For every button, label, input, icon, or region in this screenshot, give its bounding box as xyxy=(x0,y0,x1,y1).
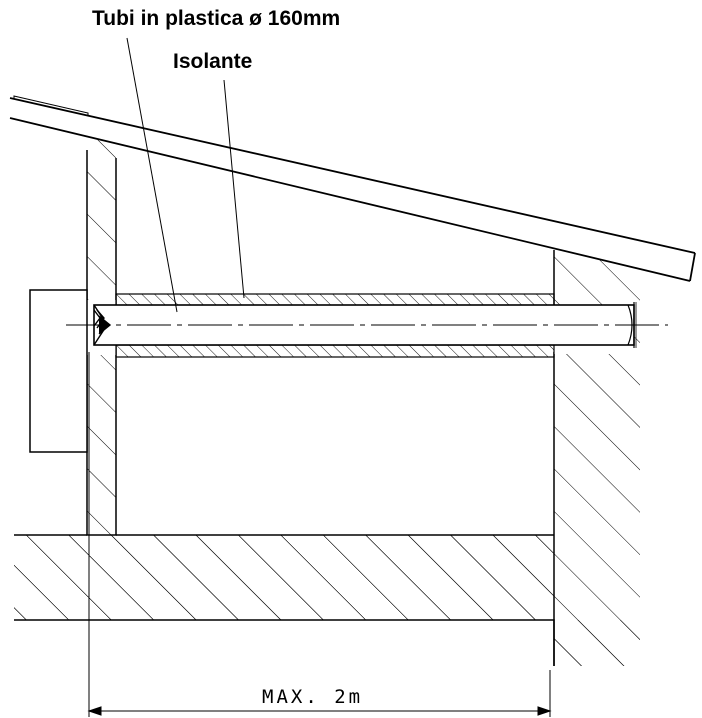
roof-slab xyxy=(9,97,696,282)
floor-slab xyxy=(14,534,640,666)
insulation-label: Isolante xyxy=(173,50,253,73)
pipes-leader-line xyxy=(126,37,178,313)
pipes-label: Tubi in plastica ø 160mm xyxy=(92,7,341,30)
insulation-leader-line xyxy=(223,79,245,299)
external-box xyxy=(29,289,88,453)
max-length-label: MAX. 2m xyxy=(262,686,364,708)
dimension-line xyxy=(87,352,552,717)
